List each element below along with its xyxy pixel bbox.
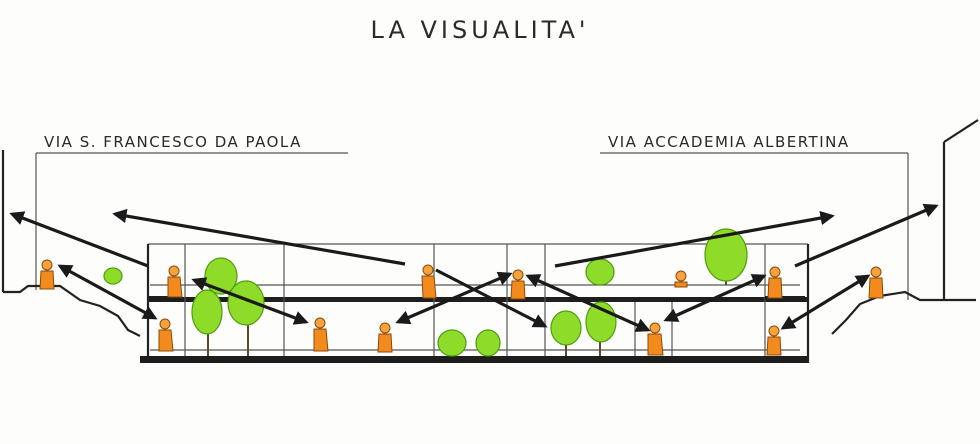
person-figure-icon: [868, 266, 884, 299]
left-building: [1, 150, 141, 337]
tree-icon: [475, 329, 501, 357]
person-figure-icon: [377, 322, 393, 353]
person-figure-icon: [510, 269, 526, 300]
sight-arrow-icon: [554, 210, 835, 268]
diagram-title: LA VISUALITA': [371, 16, 590, 44]
tree-icon: [437, 329, 467, 357]
person-figure-icon: [313, 317, 329, 352]
tree-icon: [550, 310, 582, 356]
sight-arrow-icon: [57, 264, 158, 320]
sight-arrow-icon: [525, 274, 651, 332]
sight-arrow-icon: [191, 277, 309, 325]
tree-icon: [227, 280, 265, 356]
street-label-left: VIA S. FRANCESCO DA PAOLA: [44, 133, 302, 151]
person-figure-icon: [674, 270, 688, 288]
person-figure-icon: [158, 318, 174, 352]
person-figure-icon: [766, 325, 782, 356]
street-label-right: VIA ACCADEMIA ALBERTINA: [608, 133, 850, 151]
sight-arrow-icon: [663, 274, 767, 322]
person-figure-icon: [767, 266, 783, 299]
sight-arrow-icon: [794, 203, 939, 268]
sight-arrow-icon: [9, 211, 149, 268]
person-figure-icon: [39, 259, 55, 290]
sight-lines: [9, 203, 939, 332]
sight-arrow-icon: [395, 271, 513, 325]
sight-arrow-icon: [112, 208, 406, 266]
person-figure-icon: [647, 322, 664, 356]
tree-icon: [585, 258, 615, 286]
sight-arrow-icon: [780, 274, 871, 330]
tree-icon: [103, 267, 123, 285]
person-figure-icon: [167, 265, 183, 298]
right-building: [831, 119, 979, 335]
